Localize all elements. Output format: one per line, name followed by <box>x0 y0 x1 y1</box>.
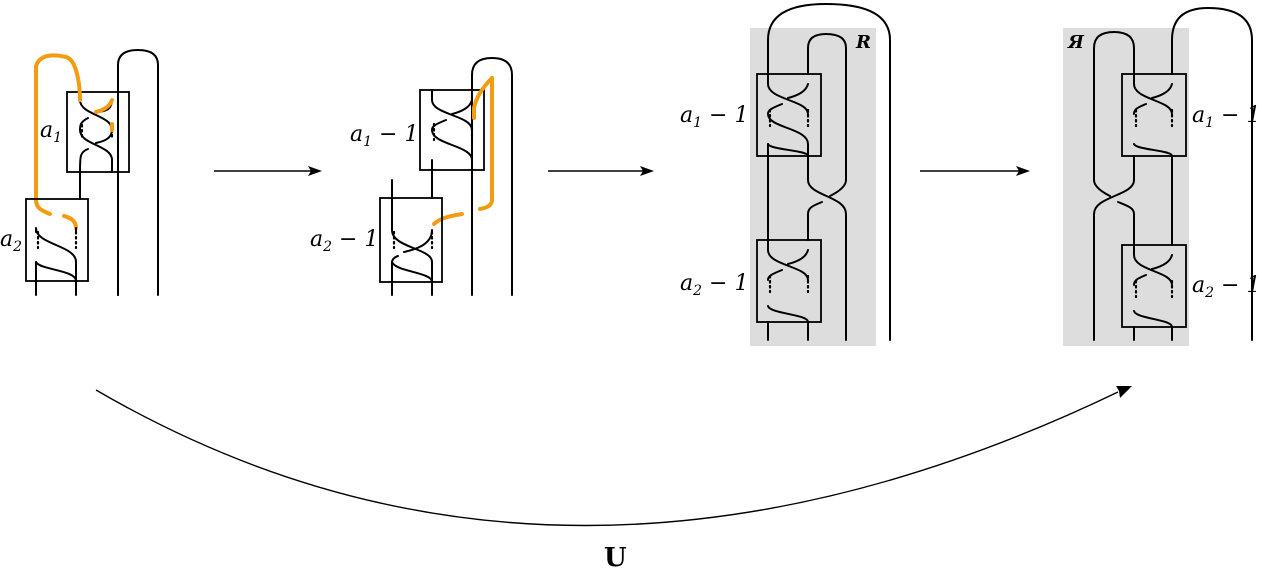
label-a2-minus-1: a2 − 1 <box>1192 273 1260 301</box>
twist-box-upper <box>419 89 485 171</box>
label-a1: a1 <box>40 118 62 146</box>
label-U: U <box>604 543 627 570</box>
twist-box-upper <box>1121 73 1187 157</box>
highlight-strand <box>472 76 494 120</box>
label-a1-minus-1: a1 − 1 <box>680 103 748 131</box>
twist-box-lower <box>25 198 89 282</box>
label-a1-minus-1: a1 − 1 <box>350 122 418 150</box>
twist-box-lower <box>756 239 822 323</box>
twist-box-lower <box>379 197 443 283</box>
arrow-1 <box>214 166 322 176</box>
label-R: R <box>855 32 871 53</box>
panel-3: a1 − 1 a2 − 1 R <box>680 3 891 346</box>
shaded-region <box>1063 28 1189 346</box>
panel-2: a1 − 1 a2 − 1 <box>310 57 513 296</box>
panel-1: a1 a2 <box>0 49 159 296</box>
bottom-curved-arrow: U <box>95 386 1132 570</box>
shaded-region <box>750 28 876 346</box>
label-a2-minus-1: a2 − 1 <box>680 271 748 299</box>
label-a1-minus-1: a1 − 1 <box>1192 103 1260 131</box>
twist-box-upper <box>66 91 130 173</box>
label-a2: a2 <box>0 227 22 255</box>
arrow-2 <box>548 166 654 176</box>
twist-box-lower <box>1121 244 1187 328</box>
arrow-3 <box>920 166 1030 176</box>
label-a2-minus-1: a2 − 1 <box>310 227 378 255</box>
twist-box-upper <box>756 73 822 157</box>
panel-4: Я a1 − 1 a2 − 1 <box>1063 7 1260 346</box>
label-R-reversed: Я <box>1067 32 1085 53</box>
highlight-strand <box>34 53 82 216</box>
